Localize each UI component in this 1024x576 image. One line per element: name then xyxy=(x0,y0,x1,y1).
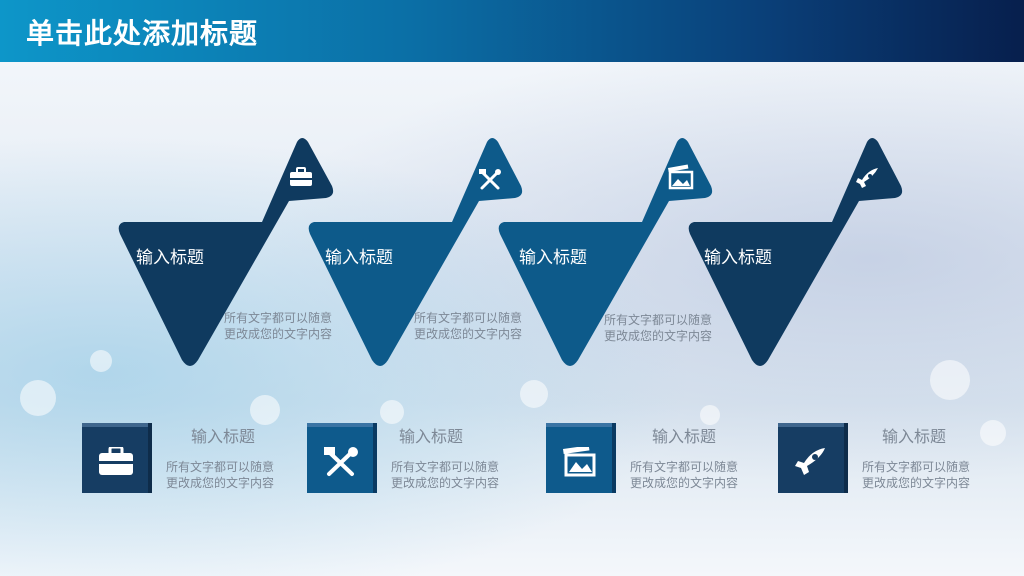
desc-line: 更改成您的文字内容 xyxy=(224,327,333,341)
desc-line: 更改成您的文字内容 xyxy=(630,476,739,490)
desc-line: 所有文字都可以随意 xyxy=(224,311,333,325)
triangle-desc-3: 所有文字都可以随意 更改成您的文字内容 xyxy=(604,312,712,344)
desc-line: 所有文字都可以随意 xyxy=(604,313,713,327)
card-1 xyxy=(82,423,152,493)
card-3 xyxy=(546,423,616,493)
bokeh-dot xyxy=(930,360,970,400)
card-desc-4: 所有文字都可以随意 更改成您的文字内容 xyxy=(862,459,970,491)
triangle-item-3 xyxy=(498,138,713,366)
card-title-3: 输入标题 xyxy=(652,427,717,446)
triangle-item-2 xyxy=(308,138,523,366)
triangle-item-4 xyxy=(688,138,903,366)
card-title-4: 输入标题 xyxy=(882,427,947,446)
bokeh-dot xyxy=(250,395,280,425)
bokeh-dot xyxy=(380,400,404,424)
triangle-title-3: 输入标题 xyxy=(519,248,587,268)
rocket-icon xyxy=(795,448,825,475)
desc-line: 所有文字都可以随意 xyxy=(391,460,500,474)
triangle-desc-1: 所有文字都可以随意 更改成您的文字内容 xyxy=(224,310,332,342)
briefcase-icon xyxy=(99,447,133,475)
rocket-icon xyxy=(856,168,878,188)
desc-line: 所有文字都可以随意 xyxy=(630,460,739,474)
tools-icon xyxy=(324,447,358,476)
bokeh-dot xyxy=(20,380,56,416)
triangle-title-1: 输入标题 xyxy=(136,248,204,268)
card-4 xyxy=(778,423,848,493)
desc-line: 更改成您的文字内容 xyxy=(414,327,523,341)
picture-icon xyxy=(563,447,596,477)
desc-line: 更改成您的文字内容 xyxy=(862,476,971,490)
triangle-title-2: 输入标题 xyxy=(325,248,393,268)
picture-icon xyxy=(668,164,694,190)
triangle-item-1 xyxy=(118,138,334,366)
briefcase-icon xyxy=(290,167,312,186)
card-desc-2: 所有文字都可以随意 更改成您的文字内容 xyxy=(391,459,499,491)
card-desc-3: 所有文字都可以随意 更改成您的文字内容 xyxy=(630,459,738,491)
bokeh-dot xyxy=(980,420,1006,446)
card-desc-1: 所有文字都可以随意 更改成您的文字内容 xyxy=(166,459,274,491)
bokeh-dot xyxy=(700,405,720,425)
desc-line: 所有文字都可以随意 xyxy=(862,460,971,474)
header-bar: 单击此处添加标题 xyxy=(0,0,1024,62)
page-title: 单击此处添加标题 xyxy=(26,17,259,50)
desc-line: 所有文字都可以随意 xyxy=(166,460,275,474)
card-2 xyxy=(307,423,377,493)
desc-line: 更改成您的文字内容 xyxy=(604,329,713,343)
triangle-desc-2: 所有文字都可以随意 更改成您的文字内容 xyxy=(414,310,522,342)
triangle-title-4: 输入标题 xyxy=(704,248,772,268)
bokeh-dot xyxy=(90,350,112,372)
bokeh-dot xyxy=(520,380,548,408)
desc-line: 所有文字都可以随意 xyxy=(414,311,523,325)
card-title-1: 输入标题 xyxy=(191,427,256,446)
tools-icon xyxy=(479,169,501,190)
desc-line: 更改成您的文字内容 xyxy=(391,476,500,490)
desc-line: 更改成您的文字内容 xyxy=(166,476,275,490)
card-title-2: 输入标题 xyxy=(399,427,464,446)
